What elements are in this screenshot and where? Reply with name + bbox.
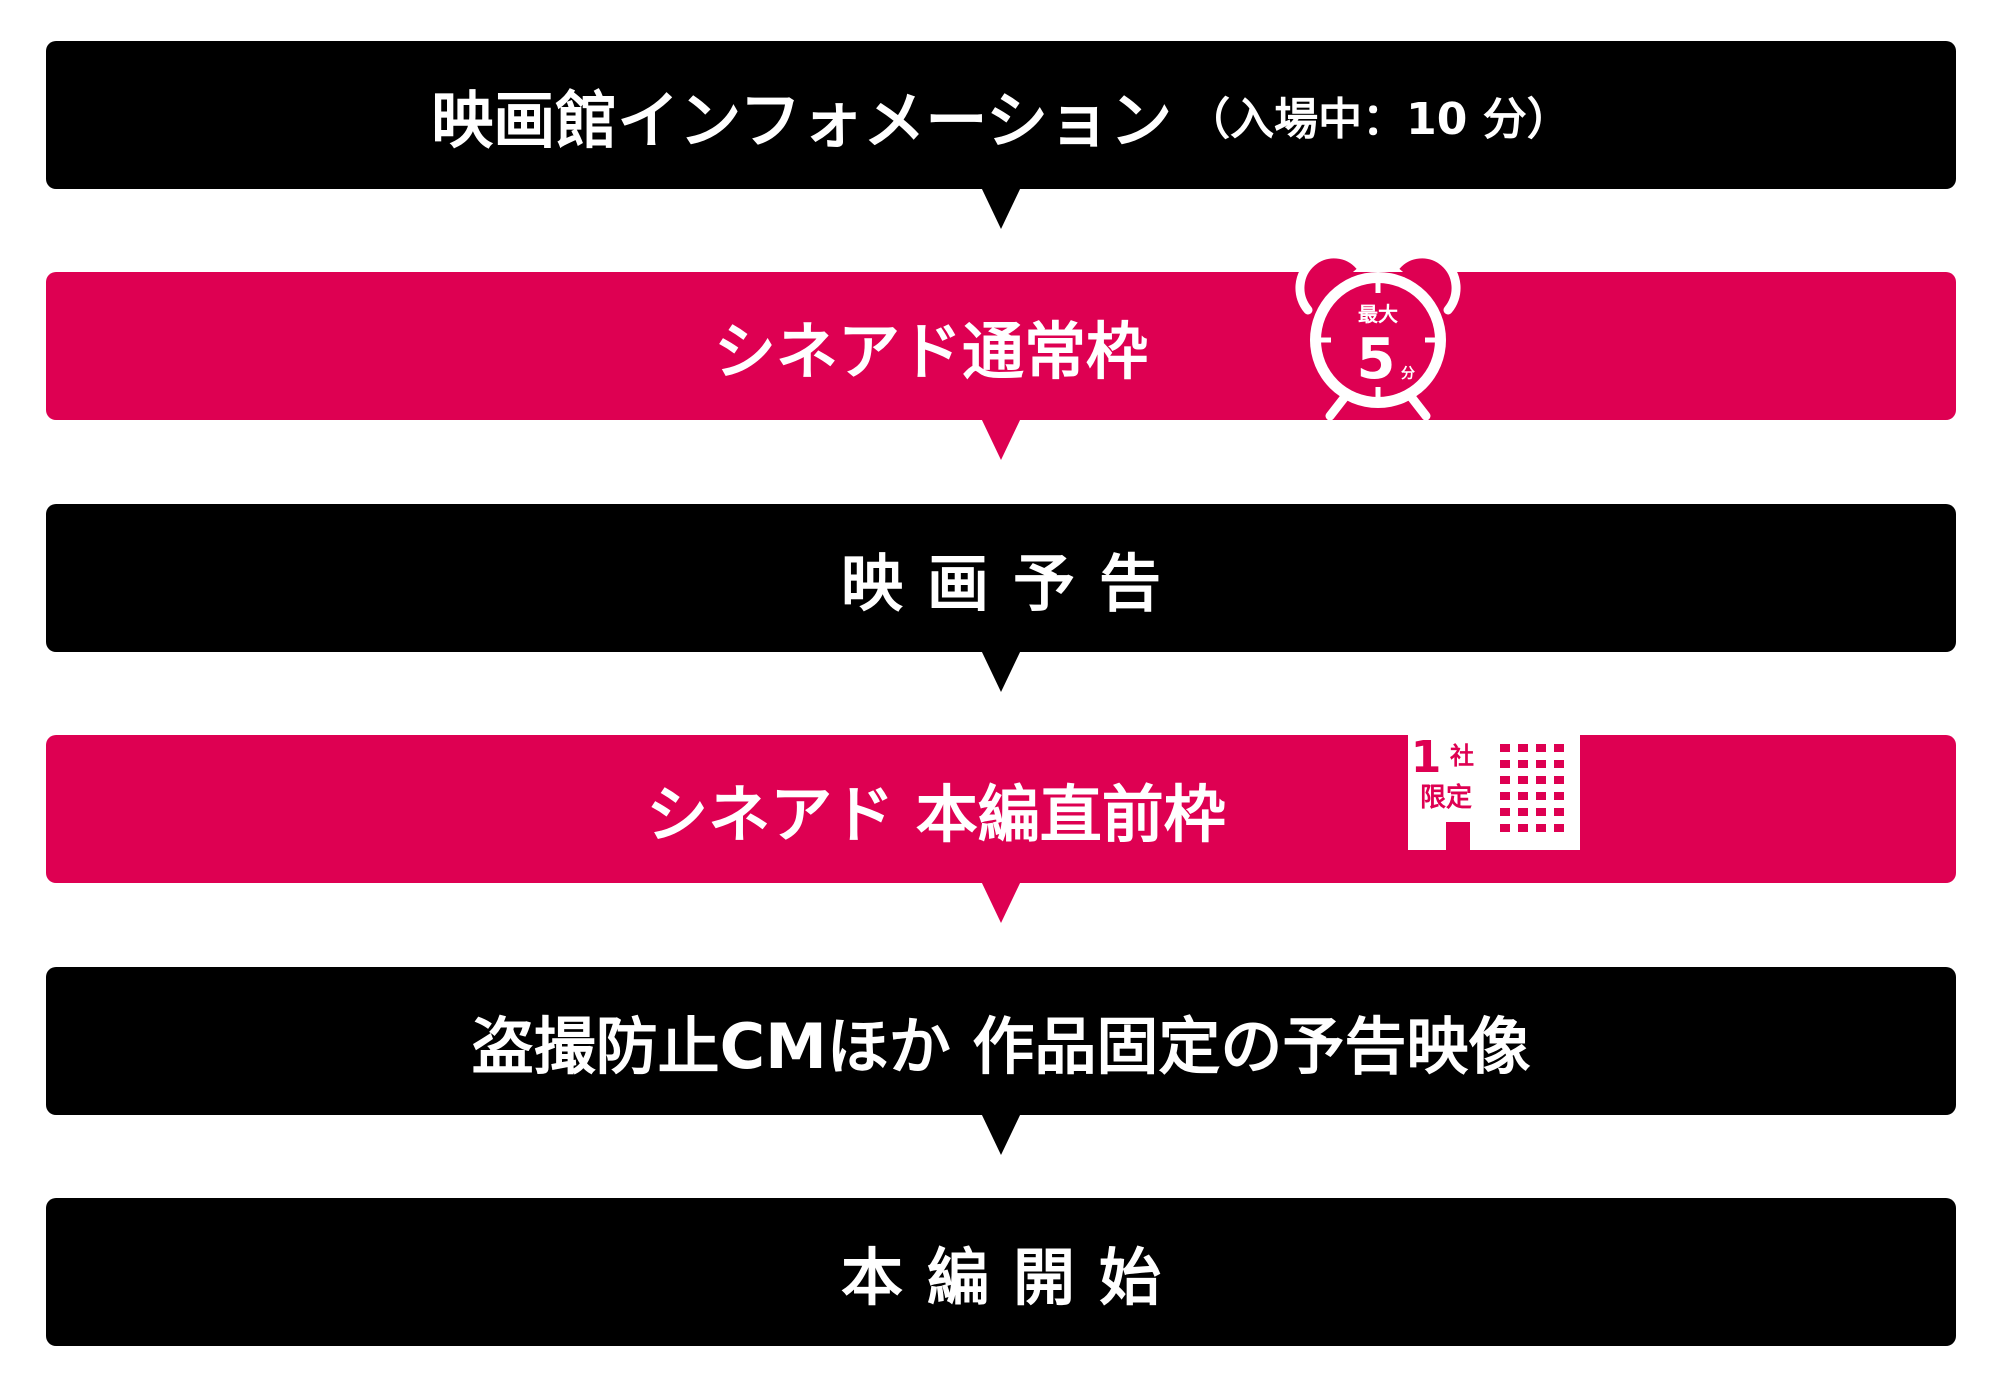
step-label: シネアド 本編直前枠 xyxy=(646,778,1226,851)
step-sublabel: （入場中：10 分） xyxy=(1186,94,1571,145)
badge-max-label: 最大 xyxy=(1358,302,1398,326)
step-movie-trailers: 映画予告 xyxy=(46,504,1956,692)
step-label: 映画館インフォメーション xyxy=(431,84,1173,157)
step-label: シネアド通常枠 xyxy=(713,315,1148,388)
down-arrow-icon xyxy=(981,1113,1021,1155)
step-theater-information: 映画館インフォメーション （入場中：10 分） xyxy=(46,41,1956,229)
badge-limited-label: 限定 xyxy=(1420,782,1472,813)
badge-number: 5 xyxy=(1357,327,1396,392)
step-cinead-pre-feature-slot: シネアド 本編直前枠 1 社 限定 xyxy=(46,714,1956,923)
badge-company-label: 社 xyxy=(1450,742,1474,770)
badge-number: 1 xyxy=(1411,732,1442,783)
alarm-clock-icon: 最大 5 分 xyxy=(1295,249,1461,421)
down-arrow-icon xyxy=(981,187,1021,229)
down-arrow-icon xyxy=(981,881,1021,923)
step-label: 盗撮防止CMほか 作品固定の予告映像 xyxy=(471,1010,1531,1083)
down-arrow-icon xyxy=(981,650,1021,692)
down-arrow-icon xyxy=(981,418,1021,460)
step-label: 本編開始 xyxy=(840,1241,1185,1314)
step-anti-piracy-cm: 盗撮防止CMほか 作品固定の予告映像 xyxy=(46,967,1956,1155)
building-icon: 1 社 限定 xyxy=(1408,714,1580,850)
step-cinead-regular-slot: シネアド通常枠 最大 5 分 xyxy=(46,249,1956,460)
badge-unit: 分 xyxy=(1401,366,1415,382)
step-label: 映画予告 xyxy=(840,547,1185,620)
step-feature-start: 本編開始 xyxy=(46,1198,1956,1346)
